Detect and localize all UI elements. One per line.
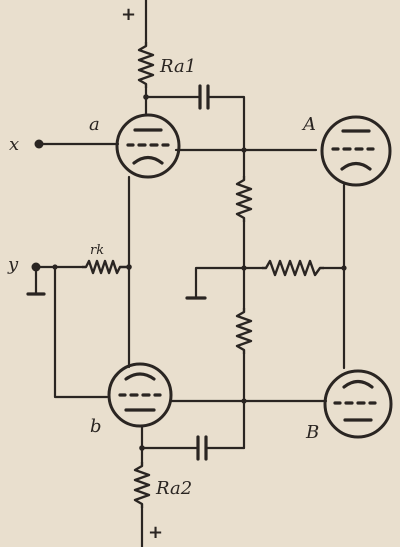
- supply-top-label: +: [121, 4, 136, 25]
- input-x-label: x: [9, 134, 19, 155]
- tube-B-label: B: [305, 422, 319, 443]
- resistor-ra1: [137, 42, 155, 88]
- tube-a-label: a: [89, 114, 100, 135]
- input-y-label: y: [7, 254, 19, 275]
- wire-mid-bus-left: [194, 266, 264, 300]
- resistor-rk: [82, 259, 129, 275]
- tube-A: [320, 115, 392, 187]
- tube-b-label: b: [90, 416, 102, 437]
- tube-A-label: A: [301, 114, 316, 135]
- ra1-label: Ra1: [159, 56, 196, 77]
- junction-cathode-bus: [126, 264, 132, 270]
- tube-B: [323, 369, 393, 439]
- tube-a: [115, 113, 181, 179]
- tube-b: [107, 362, 173, 428]
- rk-label: rk: [90, 243, 104, 258]
- junction-right-bottom: [241, 398, 247, 404]
- resistor-horizontal: [262, 259, 324, 277]
- resistor-ra2: [133, 462, 151, 508]
- supply-bottom-label: +: [148, 522, 163, 543]
- resistor-divider-upper: [235, 176, 253, 222]
- wire-y-to-grid-b: [53, 265, 109, 399]
- ra2-label: Ra2: [155, 478, 192, 499]
- wire-cap-top-right: [207, 95, 246, 152]
- resistor-divider-lower: [235, 308, 253, 354]
- capacitor-top: [198, 84, 210, 110]
- capacitor-bottom: [196, 435, 208, 461]
- junction-grid-bus: [341, 265, 347, 271]
